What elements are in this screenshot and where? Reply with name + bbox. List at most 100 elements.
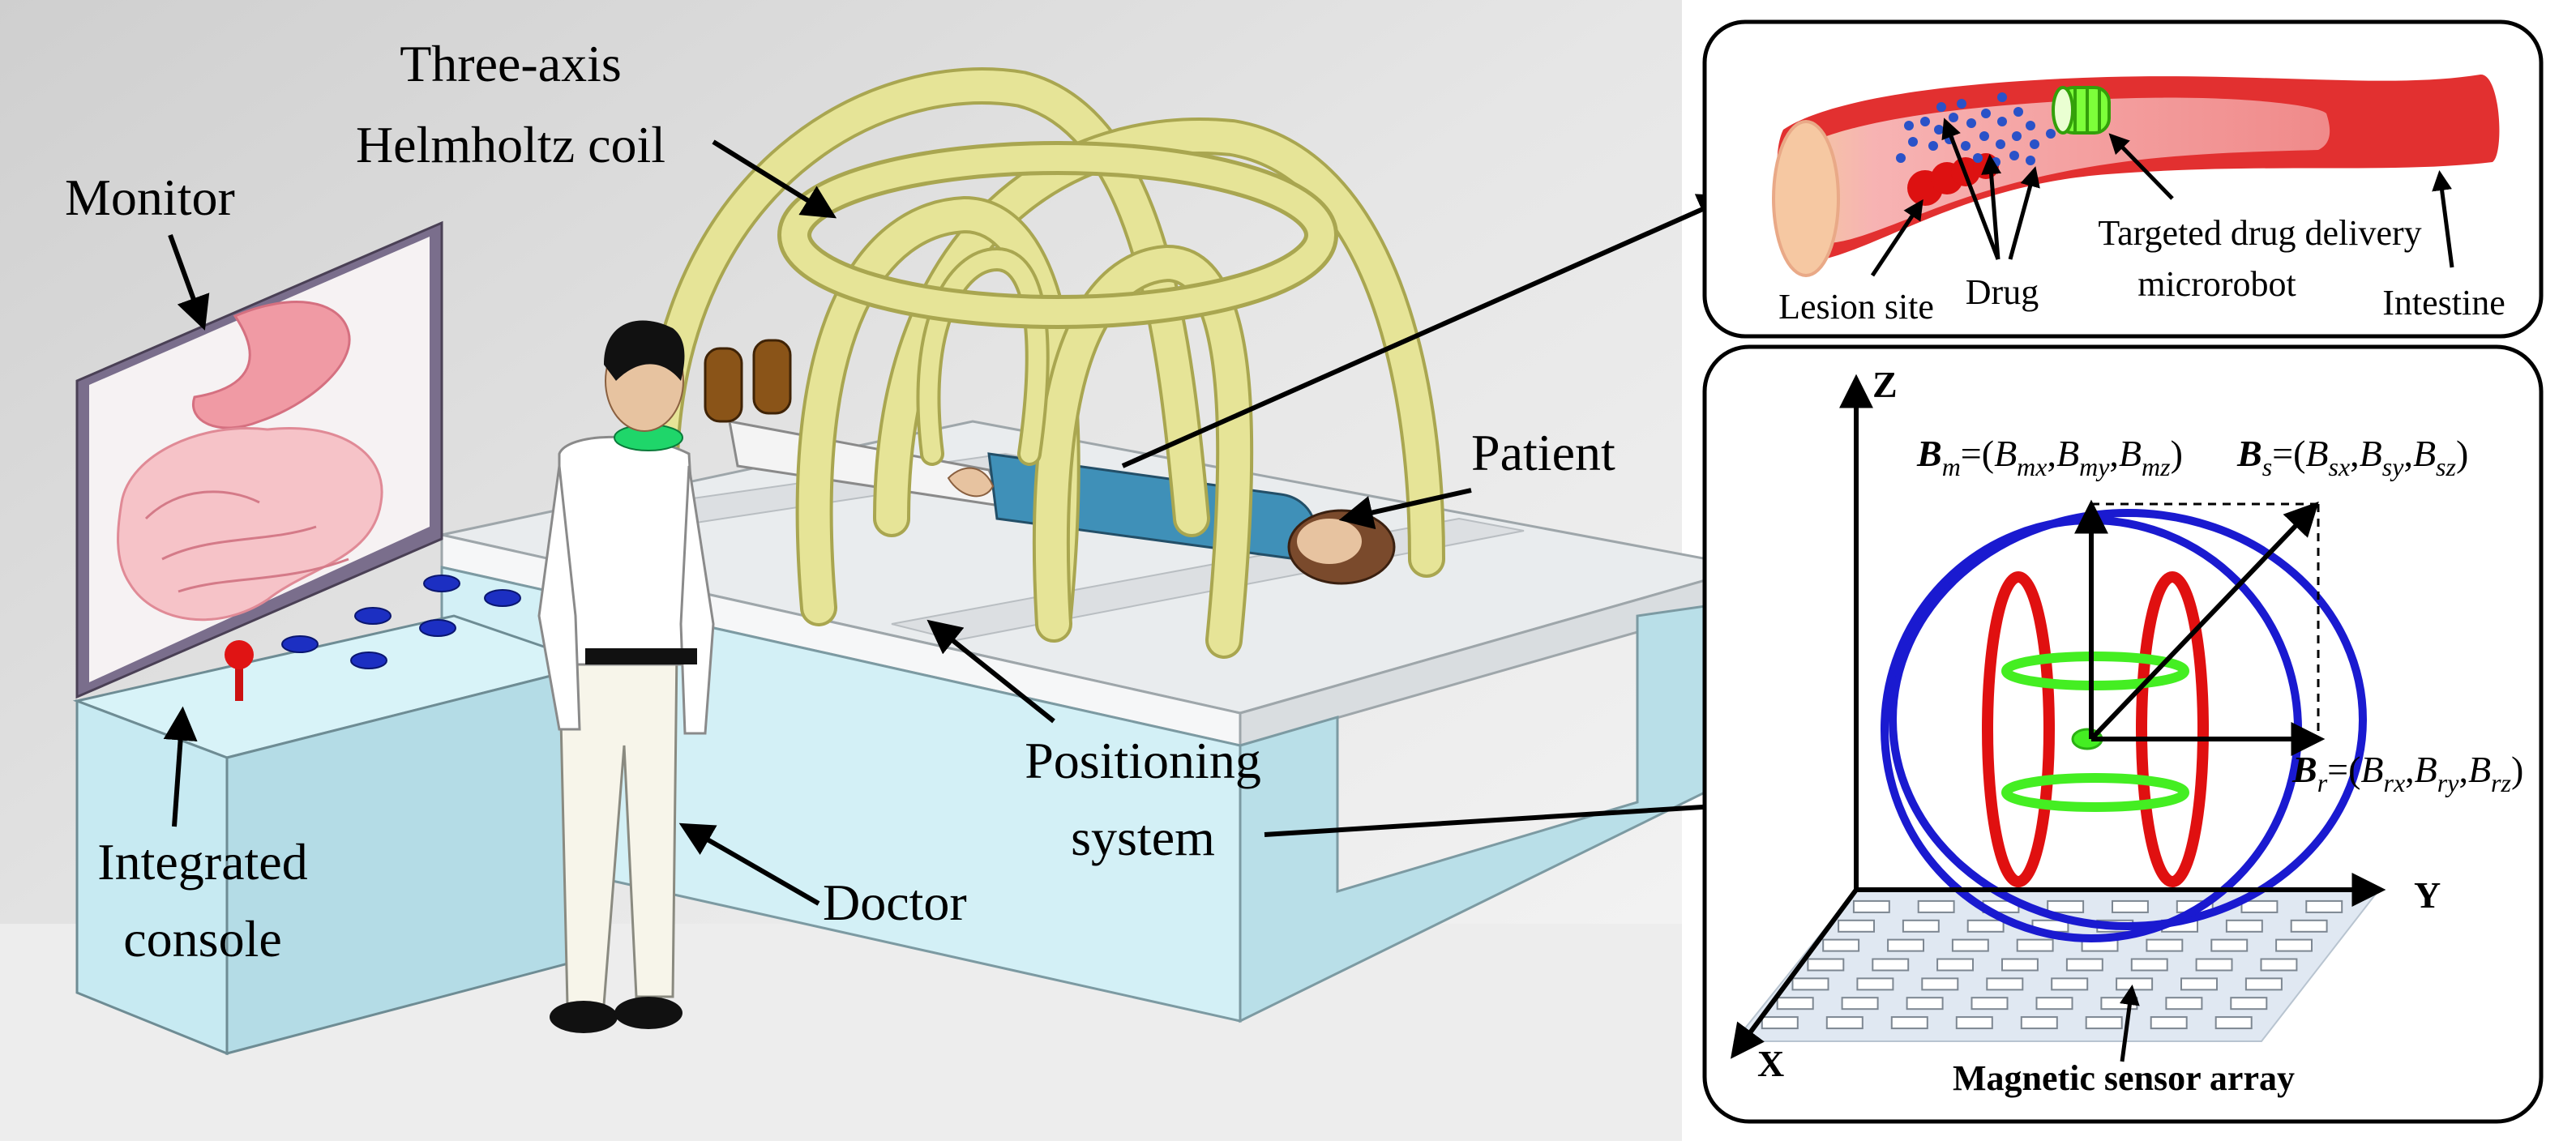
blue-coil-1 — [1889, 509, 2367, 930]
label-console-line1: Integrated — [97, 833, 307, 891]
monitor — [75, 220, 443, 699]
equation-bs: Bs=(Bsx,Bsy,Bsz) — [2236, 433, 2468, 481]
sensor-cell — [2290, 919, 2328, 933]
sensor-cell — [1852, 899, 1890, 913]
sensor-cell — [1906, 997, 1944, 1010]
sensor-cell — [2146, 938, 2184, 952]
sensor-cell — [1936, 958, 1975, 972]
inset-field-model: Z Y X Bm=(Bmx,Bmy,Bmz) Bs=(Bsx,Bsy,Bsz) … — [1702, 344, 2544, 1124]
axis-z-label: Z — [1872, 364, 1898, 405]
label-intestine: Intestine — [2382, 283, 2505, 323]
sensor-cell — [2112, 899, 2149, 913]
sensor-cell — [2275, 938, 2313, 952]
sensor-grid — [1761, 899, 2343, 1030]
sensor-cell — [1902, 919, 1940, 933]
intestine-opening — [1772, 120, 1840, 277]
scene-arrows — [163, 139, 1787, 906]
doctor-shoes — [550, 997, 683, 1033]
equation-br: Br=(Brx,Bry,Brz) — [2291, 749, 2523, 797]
sensor-cell — [1825, 1016, 1864, 1030]
sensor-cell — [2225, 919, 2263, 933]
label-lesion-site: Lesion site — [1778, 287, 1934, 327]
sensor-cell — [1838, 919, 1876, 933]
magnetic-sensor-array — [1732, 889, 2381, 1042]
sensor-cell — [2130, 958, 2168, 972]
sensor-cell — [2116, 977, 2154, 991]
sensor-cell — [1921, 977, 1959, 991]
sensor-cell — [1955, 1016, 1993, 1030]
sensor-cell — [2047, 899, 2085, 913]
sensor-cell — [2210, 938, 2249, 952]
doctor-belt — [585, 648, 697, 664]
inset-intestine-arrows — [1870, 117, 2454, 277]
red-coil-2 — [2136, 571, 2209, 887]
sensor-cell — [1791, 977, 1829, 991]
monitor-intestine-image — [117, 427, 383, 622]
sensor-array-arrow — [2119, 985, 2140, 1062]
label-positioning-line2: system — [1071, 809, 1215, 866]
label-targeted-line2: microrobot — [2137, 264, 2296, 304]
sensor-cell — [2240, 899, 2279, 913]
label-doctor: Doctor — [823, 874, 967, 931]
axis-x-label: X — [1757, 1043, 1784, 1084]
label-coil-line1: Three-axis — [400, 35, 622, 92]
doctor — [537, 320, 715, 1033]
sensor-cell — [1856, 977, 1894, 991]
label-monitor: Monitor — [65, 169, 235, 226]
green-coil-2 — [2001, 773, 2189, 812]
inset-intestine: Targeted drug delivery microrobot Lesion… — [1702, 19, 2544, 339]
sensor-cell — [2305, 899, 2343, 913]
axis-y-label: Y — [2414, 874, 2441, 916]
sensor-cell — [1822, 938, 1860, 952]
patient-shoes — [704, 339, 792, 423]
label-patient: Patient — [1471, 424, 1615, 481]
sensor-cell — [2150, 1016, 2188, 1030]
sensor-cell — [2085, 1016, 2123, 1030]
equation-bm: Bm=(Bmx,Bmy,Bmz) — [1916, 433, 2183, 481]
sensor-cell — [2035, 997, 2073, 1010]
patient-hands — [947, 467, 995, 498]
sensor-cell — [2165, 997, 2203, 1010]
vector-bs — [2089, 501, 2319, 741]
sensor-cell — [2230, 997, 2268, 1010]
sensor-cell — [2260, 958, 2298, 972]
sensor-cell — [1971, 997, 2009, 1010]
sensor-cell — [1887, 938, 1925, 952]
label-coil-line2: Helmholtz coil — [356, 116, 665, 173]
label-console-line2: console — [123, 910, 282, 968]
doctor-left-arm — [537, 465, 581, 731]
sensor-cell — [2051, 977, 2089, 991]
console-buttons — [281, 575, 521, 669]
axis-x-line — [1730, 888, 1859, 1059]
label-sensor-array: Magnetic sensor array — [1953, 1058, 2295, 1098]
sensor-cell — [1917, 899, 1955, 913]
sensor-cell — [2001, 958, 2039, 972]
sensor-cell — [1776, 997, 1814, 1010]
sensor-cell — [2016, 938, 2054, 952]
sensor-cell — [1761, 1016, 1799, 1030]
sensor-cell — [1966, 919, 2005, 933]
doctor-torso — [558, 435, 703, 666]
three-axis-helmholtz-coil — [642, 67, 1445, 659]
monitor-stomach-image — [192, 301, 351, 429]
sensor-cell — [1951, 938, 1989, 952]
doctor-hair — [604, 320, 685, 381]
table-right-leg — [1239, 598, 1752, 1023]
sensor-cell — [2065, 958, 2103, 972]
main-scene: Three-axis Helmholtz coil Monitor Patien… — [0, 0, 1787, 1141]
intestine-tube-inner — [1792, 97, 2330, 243]
sensor-cell — [1986, 977, 2024, 991]
label-positioning-line1: Positioning — [1025, 732, 1261, 789]
sensor-cell — [2180, 977, 2218, 991]
sensor-cell — [1841, 997, 1879, 1010]
patient-face — [1297, 519, 1362, 564]
sensor-cell — [1890, 1016, 1928, 1030]
sensor-cell — [2244, 977, 2283, 991]
sensor-cell — [2195, 958, 2233, 972]
sensor-cell — [1807, 958, 1845, 972]
doctor-right-arm — [679, 465, 715, 735]
sensor-cell — [2214, 1016, 2253, 1030]
green-coil-1 — [2001, 652, 2189, 690]
